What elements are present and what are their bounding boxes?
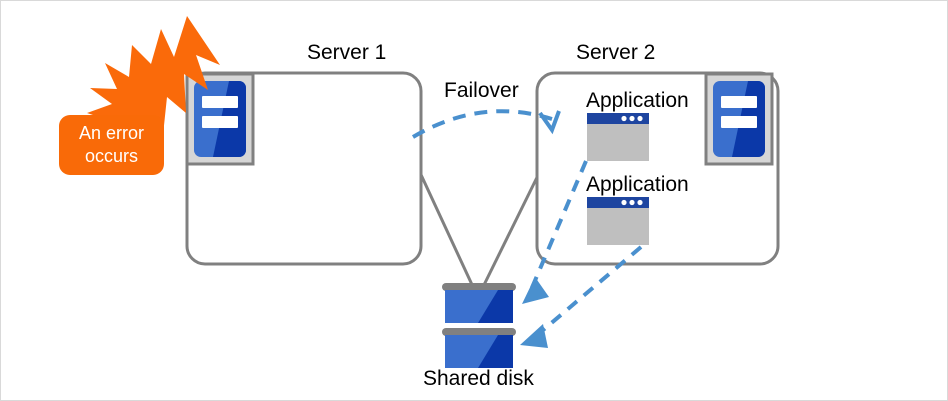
application-label: Application <box>586 89 689 112</box>
error-callout: An error occurs <box>59 115 164 175</box>
error-callout-line2: occurs <box>84 146 138 166</box>
failover-arrow <box>411 109 561 139</box>
shared-disk-label: Shared disk <box>423 367 534 390</box>
server1-title: Server 1 <box>307 41 387 64</box>
failover-label: Failover <box>444 79 519 102</box>
app-window-icon <box>587 113 649 161</box>
server-icon <box>185 72 255 166</box>
app2-to-disk-arrow <box>520 245 643 348</box>
server2-title: Server 2 <box>576 41 656 64</box>
server-icon <box>704 72 774 166</box>
error-callout-line1: An error <box>78 122 145 143</box>
disk-stack-icon <box>442 283 516 368</box>
application-label: Application <box>586 173 689 196</box>
app1-to-disk-arrow <box>522 160 588 304</box>
app-window-icon <box>587 197 649 245</box>
